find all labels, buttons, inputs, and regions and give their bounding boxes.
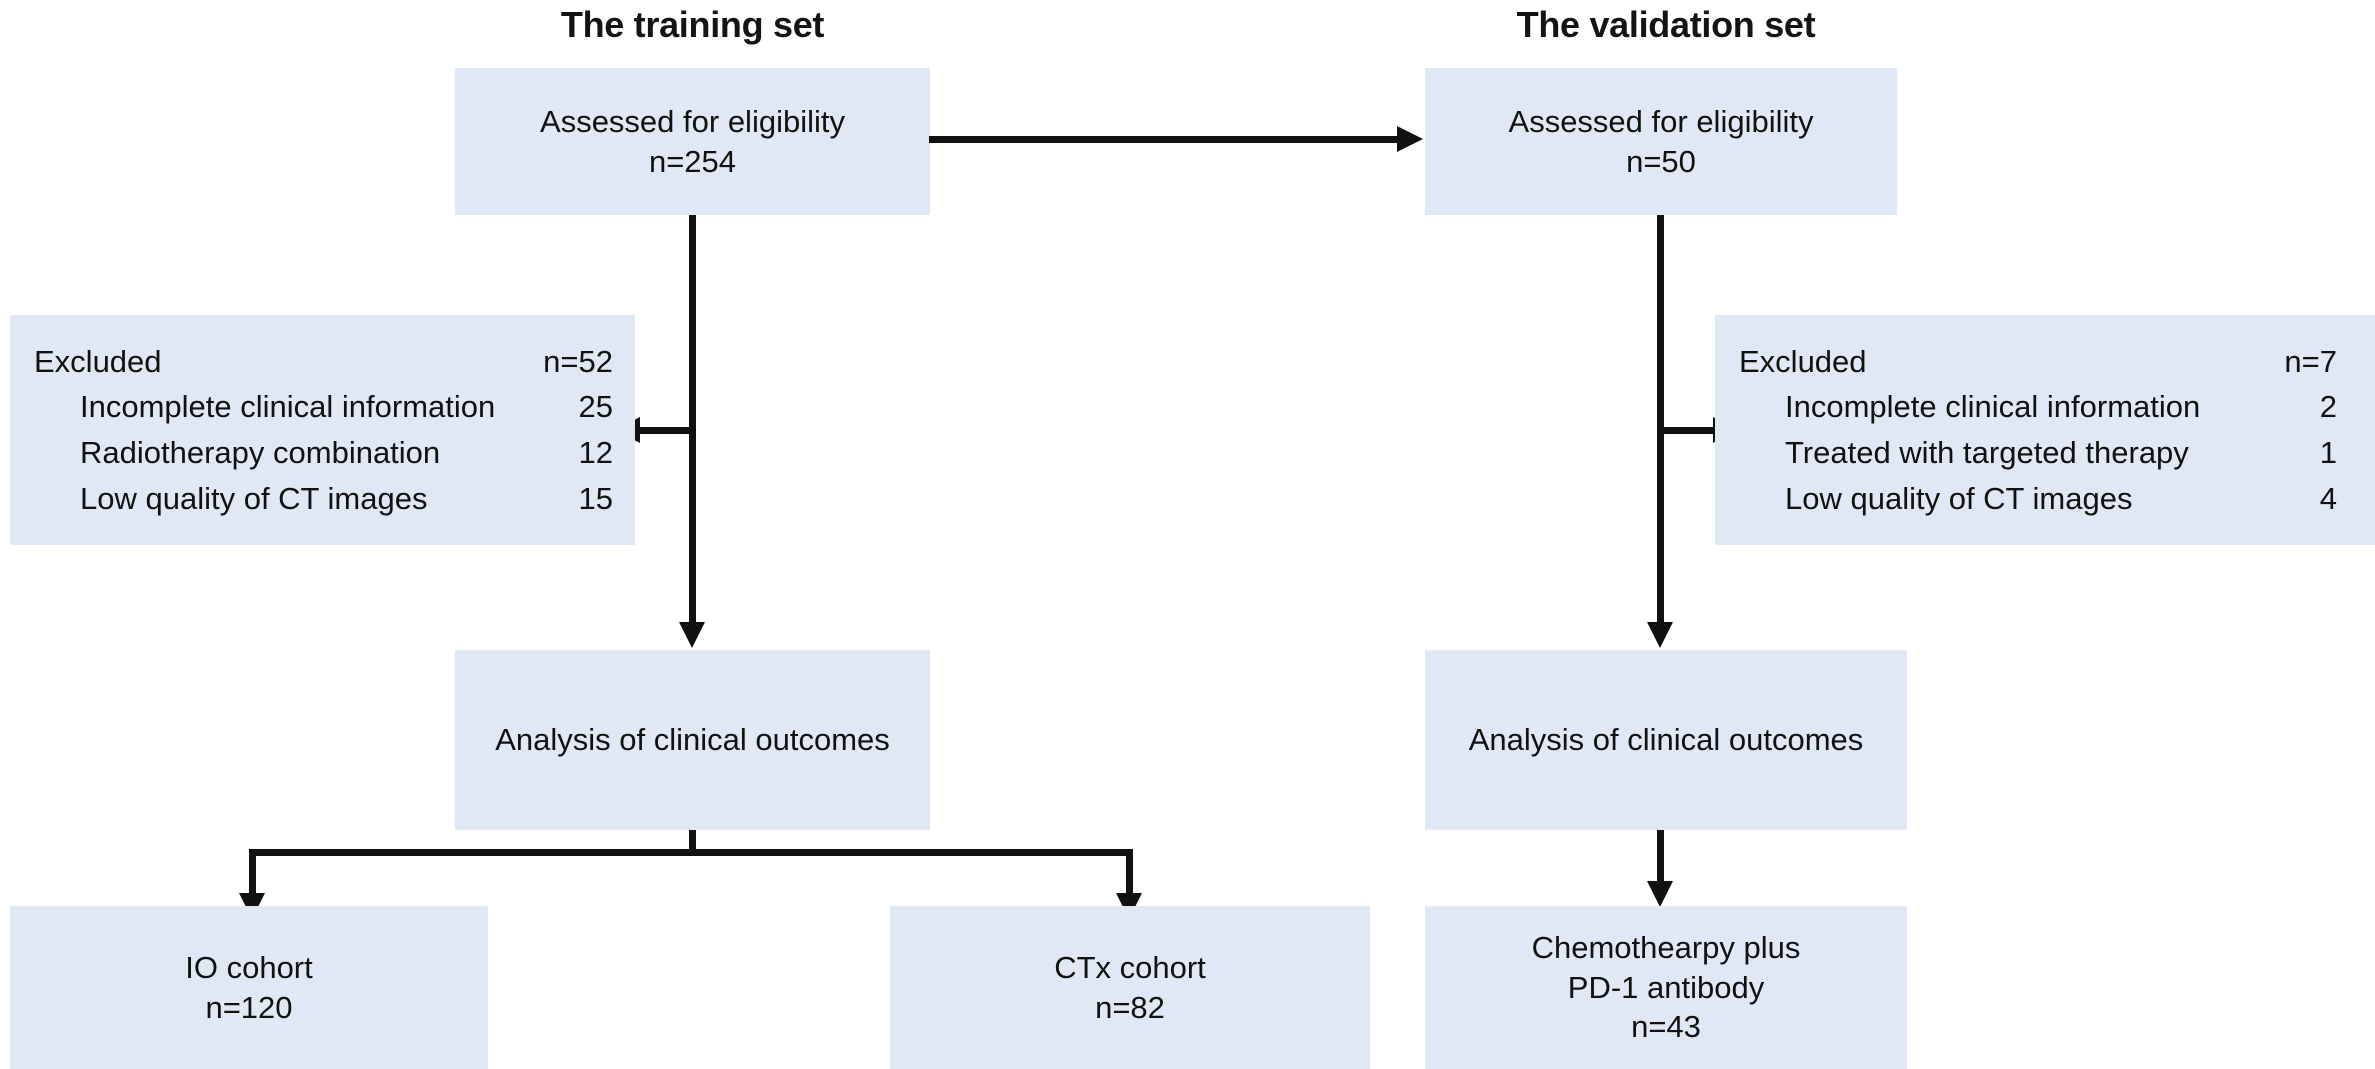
validation-excluded-reason-1-count: 2	[2319, 389, 2337, 425]
connector-training-excluded	[640, 427, 692, 434]
connector-training-trunk	[689, 215, 696, 627]
validation-excluded-reason-3: Low quality of CT images 4	[1739, 476, 2337, 522]
training-excluded-reason-1: Incomplete clinical information 25	[34, 384, 613, 430]
training-excluded-reason-2: Radiotherapy combination 12	[34, 430, 613, 476]
training-set-title: The training set	[560, 4, 825, 45]
io-cohort-box[interactable]: IO cohort n=120	[10, 906, 488, 1069]
connector-validation-excluded	[1663, 427, 1715, 434]
ctx-cohort-box[interactable]: CTx cohort n=82	[890, 906, 1370, 1069]
connector-validation-trunk	[1657, 215, 1664, 627]
training-excluded-header-label: Excluded	[34, 343, 162, 379]
training-eligibility-count: n=254	[648, 143, 737, 179]
validation-analysis-label: Analysis of clinical outcomes	[1468, 722, 1864, 758]
training-excluded-reason-3: Low quality of CT images 15	[34, 476, 613, 522]
spacer	[2200, 384, 2320, 430]
spacer	[2132, 476, 2319, 522]
training-eligibility-box[interactable]: Assessed for eligibility n=254	[455, 68, 930, 215]
validation-excluded-box[interactable]: Excluded n=7 Incomplete clinical informa…	[1715, 315, 2375, 545]
connector-training-split-left	[249, 849, 256, 898]
chemo-pd1-cohort-label-line2: PD-1 antibody	[1567, 969, 1765, 1005]
ctx-cohort-count: n=82	[1095, 989, 1165, 1025]
spacer	[1867, 339, 2285, 385]
validation-excluded-header-label: Excluded	[1739, 343, 1867, 379]
training-excluded-reason-3-count: 15	[578, 480, 613, 516]
io-cohort-label: IO cohort	[185, 949, 313, 985]
spacer	[162, 339, 544, 385]
training-analysis-label: Analysis of clinical outcomes	[495, 722, 890, 758]
arrowhead-validation-to-analysis	[1647, 622, 1673, 648]
training-eligibility-label: Assessed for eligibility	[540, 103, 845, 139]
arrowhead-validation-cohort	[1647, 881, 1673, 907]
arrowhead-training-to-validation	[1397, 126, 1423, 152]
validation-excluded-header-count: n=7	[2284, 343, 2337, 379]
training-analysis-box[interactable]: Analysis of clinical outcomes	[455, 650, 930, 830]
validation-set-title: The validation set	[1516, 4, 1816, 45]
validation-eligibility-box[interactable]: Assessed for eligibility n=50	[1425, 68, 1897, 215]
training-excluded-reason-1-count: 25	[578, 389, 613, 425]
validation-excluded-header: Excluded n=7	[1739, 339, 2337, 385]
spacer	[495, 384, 578, 430]
chemo-pd1-cohort-count: n=43	[1631, 1009, 1701, 1045]
validation-excluded-reason-2-count: 1	[2319, 435, 2337, 470]
training-excluded-header: Excluded n=52	[34, 339, 613, 385]
validation-excluded-reason-1-label: Incomplete clinical information	[1785, 389, 2201, 425]
connector-training-split-right	[1126, 849, 1133, 898]
validation-analysis-box[interactable]: Analysis of clinical outcomes	[1425, 650, 1907, 830]
validation-excluded-reason-2-label: Treated with targeted therapy	[1785, 435, 2189, 470]
training-excluded-box[interactable]: Excluded n=52 Incomplete clinical inform…	[10, 315, 635, 545]
validation-excluded-reason-1: Incomplete clinical information 2	[1739, 384, 2337, 430]
chemo-pd1-cohort-box[interactable]: Chemothearpy plus PD-1 antibody n=43	[1425, 906, 1907, 1069]
training-excluded-reason-2-count: 12	[578, 435, 613, 470]
validation-eligibility-label: Assessed for eligibility	[1508, 103, 1814, 139]
connector-training-split-bar	[249, 849, 1133, 856]
connector-training-to-validation	[929, 136, 1399, 143]
training-excluded-header-count: n=52	[543, 343, 613, 379]
spacer	[2189, 430, 2320, 476]
ctx-cohort-label: CTx cohort	[1054, 949, 1206, 985]
arrowhead-training-to-analysis	[679, 622, 705, 648]
training-excluded-reason-1-label: Incomplete clinical information	[80, 389, 496, 425]
connector-training-analysis-down	[689, 830, 696, 856]
training-excluded-reason-3-label: Low quality of CT images	[80, 480, 428, 516]
training-excluded-reason-2-label: Radiotherapy combination	[80, 435, 441, 470]
validation-eligibility-count: n=50	[1626, 143, 1696, 179]
spacer	[440, 430, 578, 476]
validation-excluded-reason-3-label: Low quality of CT images	[1785, 480, 2133, 516]
validation-excluded-reason-2: Treated with targeted therapy 1	[1739, 430, 2337, 476]
chemo-pd1-cohort-label-line1: Chemothearpy plus	[1531, 929, 1801, 965]
connector-validation-analysis-down	[1657, 830, 1664, 886]
spacer	[427, 476, 578, 522]
validation-excluded-reason-3-count: 4	[2319, 480, 2337, 516]
io-cohort-count: n=120	[205, 989, 293, 1025]
